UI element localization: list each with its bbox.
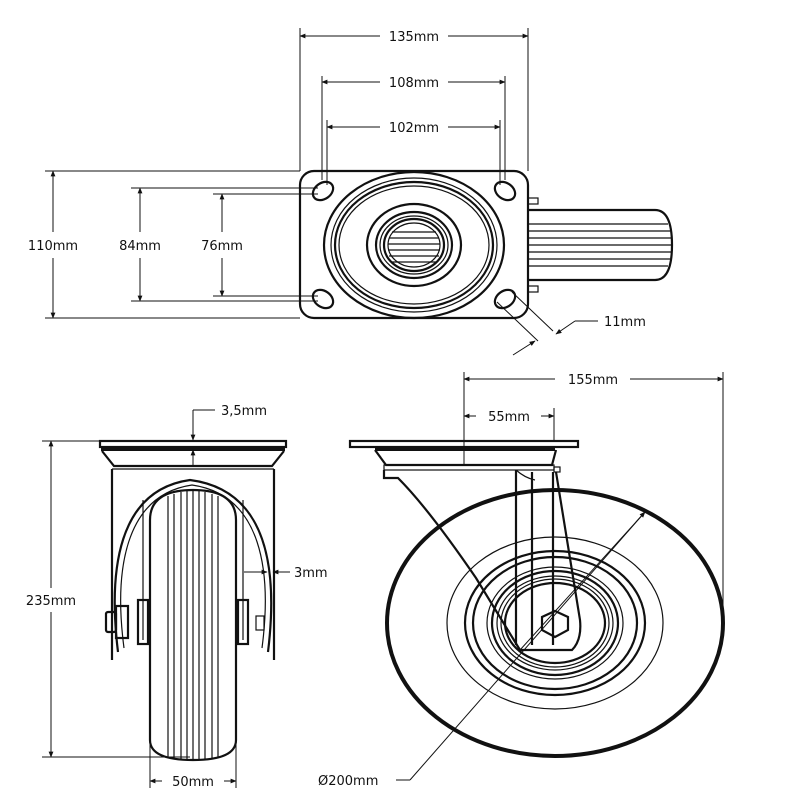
label-3mm: 3mm (294, 566, 328, 581)
side-fork (382, 469, 582, 652)
label-50mm: 50mm (172, 775, 214, 790)
dim-swivel-radius: 155mm (463, 372, 724, 620)
dim-hole-spacing-outer-y: 84mm (119, 187, 318, 302)
front-fork-arc (113, 478, 273, 653)
dim-overall-height: 235mm (26, 440, 190, 758)
front-view: 3,5mm 3mm 235mm 50mm (26, 404, 328, 790)
top-view: 135mm 108mm 102mm 110mm (28, 28, 674, 356)
dim-fork-thickness: 3mm (244, 566, 328, 581)
side-tyre (385, 488, 725, 758)
label-135mm: 135mm (389, 30, 439, 45)
label-155mm: 155mm (568, 373, 618, 388)
dim-hole-spacing-outer-x: 108mm (321, 76, 506, 180)
dim-plate-width: 135mm (299, 28, 529, 171)
label-76mm: 76mm (201, 239, 243, 254)
dim-hole-spacing-inner-x: 102mm (326, 120, 501, 185)
dim-bolt-hole: 11mm (496, 291, 646, 356)
label-55mm: 55mm (488, 410, 530, 425)
label-84mm: 84mm (119, 239, 161, 254)
label-200mm: Ø200mm (318, 774, 378, 789)
label-110mm: 110mm (28, 239, 78, 254)
bolt-holes (311, 180, 517, 310)
dim-wheel-diameter: Ø200mm (318, 511, 646, 789)
label-235mm: 235mm (26, 594, 76, 609)
front-fork-body (110, 469, 276, 660)
label-3-5mm: 3,5mm (221, 404, 267, 419)
axle-hex-nut (540, 609, 570, 639)
top-wheel (527, 197, 674, 293)
dim-hole-spacing-inner-y: 76mm (201, 193, 318, 297)
dim-plate-length: 110mm (28, 170, 300, 319)
front-wheel-treads (142, 490, 244, 760)
dim-plate-thickness: 3,5mm (190, 404, 267, 466)
front-top-plate (98, 439, 288, 449)
top-swivel-rings (322, 170, 506, 320)
front-axle-hub (104, 598, 265, 646)
dim-wheel-width: 50mm (149, 740, 237, 790)
label-108mm: 108mm (389, 76, 439, 91)
dim-offset: 55mm (463, 408, 555, 441)
label-102mm: 102mm (389, 121, 439, 136)
side-view: Ø200mm 155mm 55mm (318, 372, 725, 789)
front-wheel (148, 488, 238, 762)
label-11mm: 11mm (604, 315, 646, 330)
